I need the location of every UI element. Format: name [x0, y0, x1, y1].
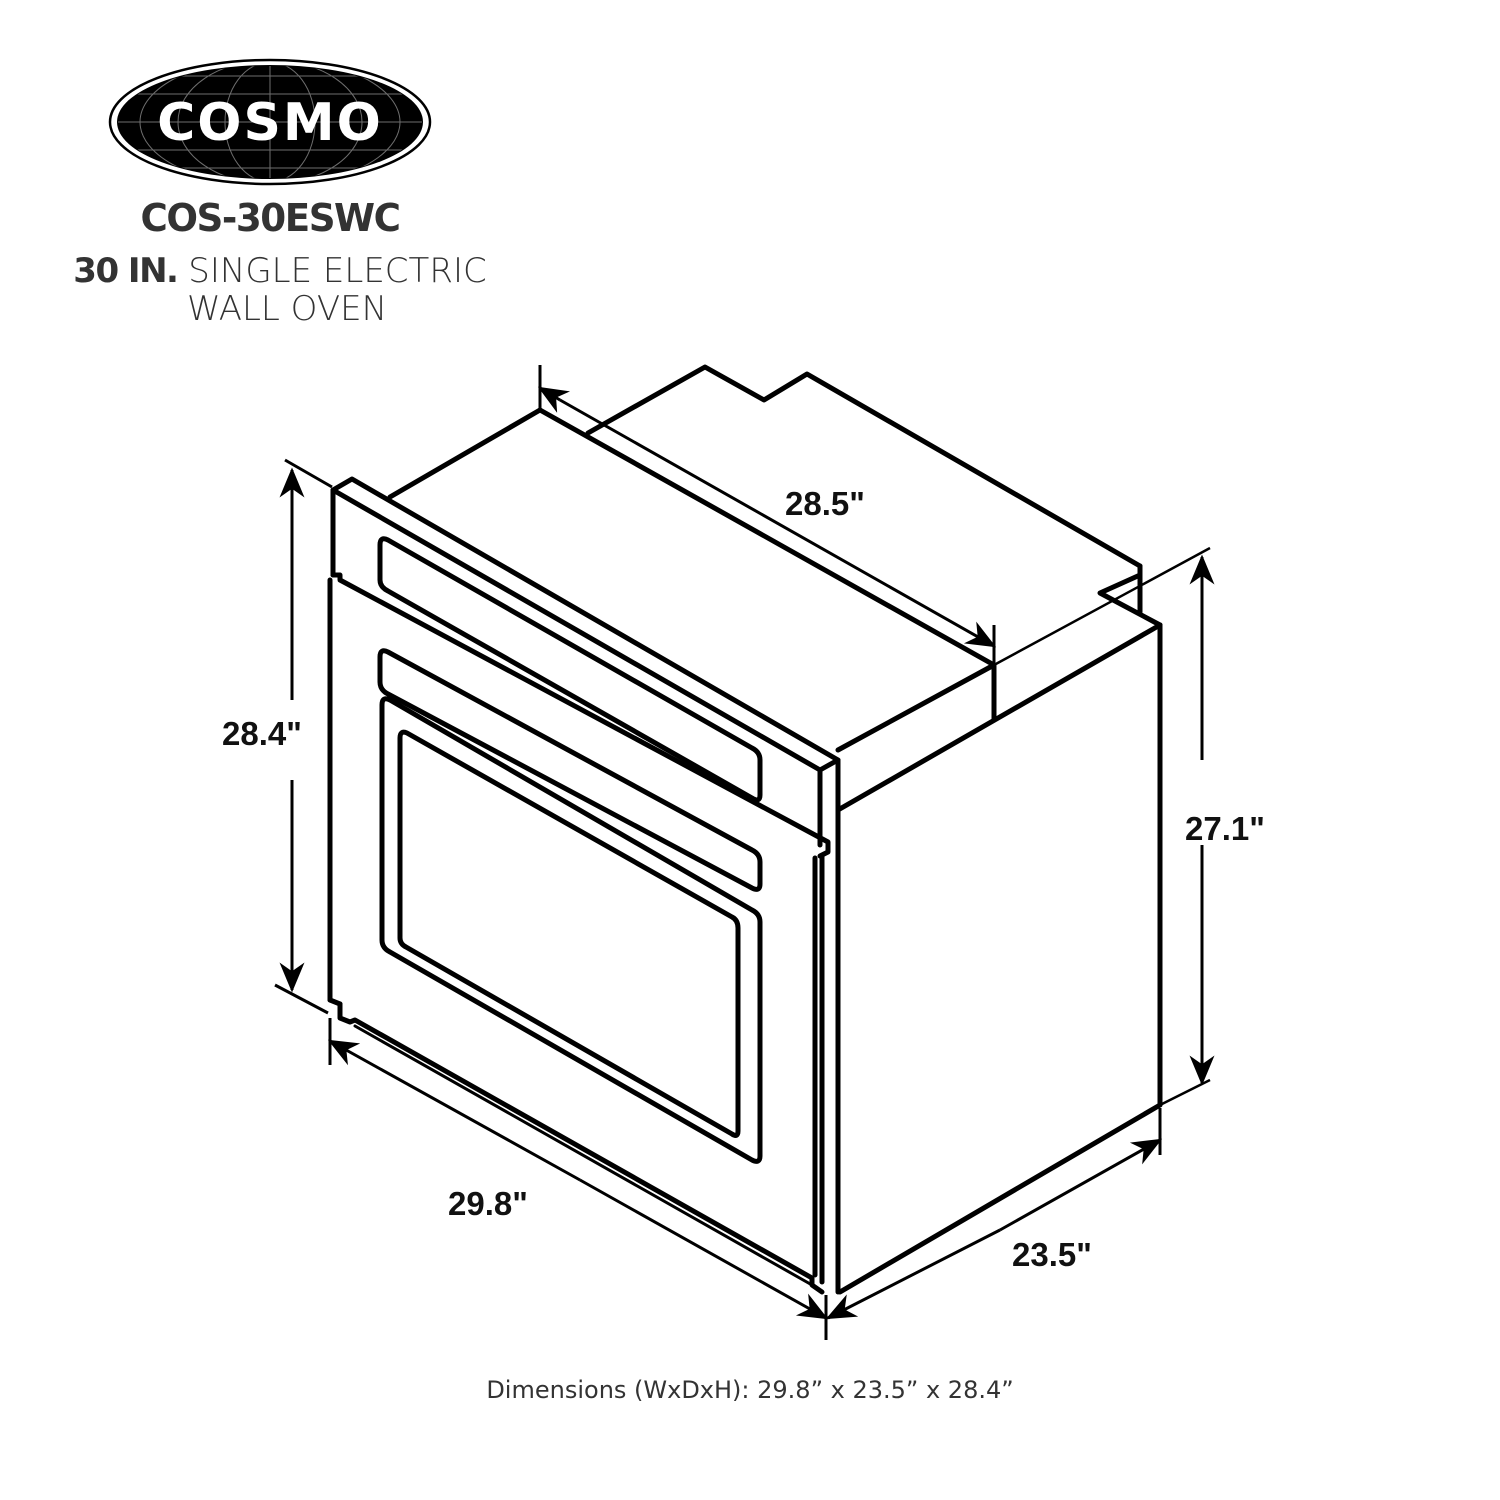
dim-label-overall-height: 28.4" [222, 715, 302, 752]
window-frame-outer [379, 696, 763, 1164]
dimensions-summary: Dimensions (WxDxH): 29.8” x 23.5” x 28.4… [486, 1376, 1014, 1404]
dimension-lines [274, 365, 1215, 1340]
width-arrow-left [327, 1039, 581, 1182]
oven-door [327, 572, 831, 1295]
extension-line [274, 983, 329, 1015]
extension-line [993, 546, 1211, 667]
depth-arrow-front [559, 398, 997, 648]
globe-oval-icon: COSMO [108, 58, 432, 186]
dim-label-overall-width: 29.8" [448, 1185, 528, 1222]
extension-line [284, 458, 333, 489]
cosmo-logo: COSMO [108, 58, 432, 186]
size-label: 30 IN. [73, 251, 179, 291]
description-line-1: SINGLE ELECTRIC [188, 251, 487, 291]
window-glass [397, 729, 741, 1138]
oven-outline [327, 364, 1163, 1295]
door-handle [377, 648, 763, 892]
oven-top-surface [387, 407, 997, 753]
logo-text: COSMO [157, 93, 383, 153]
description-line-2: WALL OVEN [186, 289, 388, 329]
depth-arrow-back [537, 386, 571, 413]
oven-back-body [585, 364, 1163, 628]
oven-side-face [835, 622, 1163, 1295]
control-panel [330, 476, 841, 848]
dim-label-side-depth: 23.5" [1012, 1236, 1092, 1273]
display-panel [377, 536, 763, 803]
dim-label-top-depth: 28.5" [785, 485, 865, 522]
side-depth-arrow-back [999, 1138, 1163, 1232]
extension-line [1159, 1078, 1211, 1107]
width-arrow-right [579, 1178, 829, 1320]
side-depth-arrow-front [825, 1228, 1001, 1320]
model-number: COS-30ESWC [140, 196, 401, 240]
product-description: 30 IN. SINGLE ELECTRIC WALL OVEN [40, 252, 520, 328]
dim-label-side-height: 27.1" [1185, 810, 1265, 847]
